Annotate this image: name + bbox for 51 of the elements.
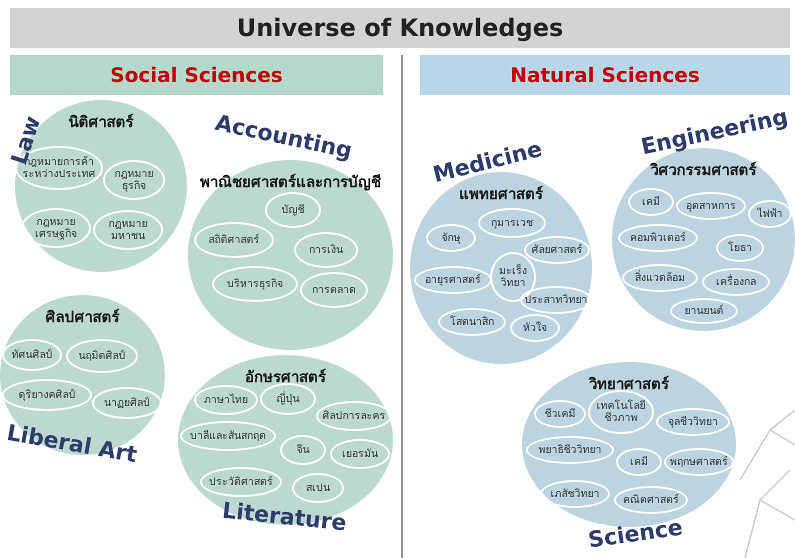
subject-ellipse: ศัลยศาสตร์ <box>524 236 590 264</box>
subject-ellipse: บริหารธุรกิจ <box>212 266 298 302</box>
subject-ellipse: นฤมิตศิลป์ <box>66 339 138 373</box>
subject-ellipse: การเงิน <box>294 232 358 268</box>
section-banner: Natural Sciences <box>420 55 790 95</box>
subject-ellipse: จีน <box>280 435 326 465</box>
arc-caption: Liberal Art <box>4 420 139 468</box>
subject-ellipse: บัญชี <box>265 192 321 228</box>
subject-ellipse: ประวัติศาสตร์ <box>200 467 282 497</box>
subject-ellipse: คณิตศาสตร์ <box>614 486 688 514</box>
subject-ellipse: โสตนาสิก <box>438 308 506 336</box>
subject-ellipse: ญี่ปุ่น <box>260 383 316 415</box>
subject-ellipse: เครื่องกล <box>702 268 770 296</box>
subject-ellipse: สถิติศาสตร์ <box>194 222 274 258</box>
section-banner: Social Sciences <box>10 55 383 95</box>
subject-ellipse: หัวใจ <box>510 314 560 342</box>
subject-ellipse: เทคโนโลยีชีวภาพ <box>588 390 654 434</box>
subject-ellipse: เคมี <box>616 448 662 476</box>
subject-ellipse: ชีวเคมี <box>534 400 586 428</box>
subject-ellipse: คอมพิวเตอร์ <box>618 224 698 252</box>
subject-ellipse: การตลาด <box>300 272 368 308</box>
subject-ellipse: จุลชีววิทยา <box>656 408 730 436</box>
subject-ellipse: ศิลปการละคร <box>316 401 392 431</box>
subject-ellipse: สิ่งแวดล้อม <box>622 264 698 292</box>
subject-ellipse: กุมารเวช <box>478 208 546 238</box>
subject-ellipse: ไฟฟ้า <box>748 200 792 228</box>
subject-ellipse: เคมี <box>628 188 674 216</box>
arc-caption: Science <box>586 516 684 554</box>
subject-ellipse: กฎหมายธุรกิจ <box>103 160 165 200</box>
circle-heading: แพทยศาสตร์ <box>458 184 544 205</box>
subject-ellipse: นาฏยศิลป์ <box>92 387 162 419</box>
subject-ellipse: ทัศนศิลป์ <box>2 339 62 371</box>
subject-ellipse: สเปน <box>292 473 344 503</box>
subject-ellipse: เยอรมัน <box>330 439 390 469</box>
subject-ellipse: พฤกษศาสตร์ <box>664 448 734 476</box>
subject-ellipse: จักษุ <box>426 224 476 252</box>
subject-ellipse: ดุริยางคศิลป์ <box>2 379 92 411</box>
circle-heading: วิศวกรรมศาสตร์ <box>648 160 758 181</box>
subject-ellipse: อายุรศาสตร์ <box>414 266 492 294</box>
subject-ellipse: โยธา <box>716 234 764 262</box>
circle-heading: พาณิชยศาสตร์และการบัญชี <box>199 172 382 193</box>
subject-ellipse: กฎหมายมหาชน <box>93 210 163 250</box>
subject-ellipse: เภสัชวิทยา <box>540 480 610 508</box>
subject-ellipse: ภาษาไทย <box>194 385 258 415</box>
title-bar: Universe of Knowledges <box>10 8 790 48</box>
subject-ellipse: อุตสาหการ <box>676 192 746 220</box>
subject-ellipse: ยานยนต์ <box>670 298 738 324</box>
circle-heading: ศิลปศาสตร์ <box>44 307 120 328</box>
subject-ellipse: บาลีและสันสกฤต <box>180 421 276 451</box>
subject-ellipse: กฎหมายเศรษฐกิจ <box>21 208 91 248</box>
subject-ellipse: พยาธิชีววิทยา <box>526 436 614 464</box>
